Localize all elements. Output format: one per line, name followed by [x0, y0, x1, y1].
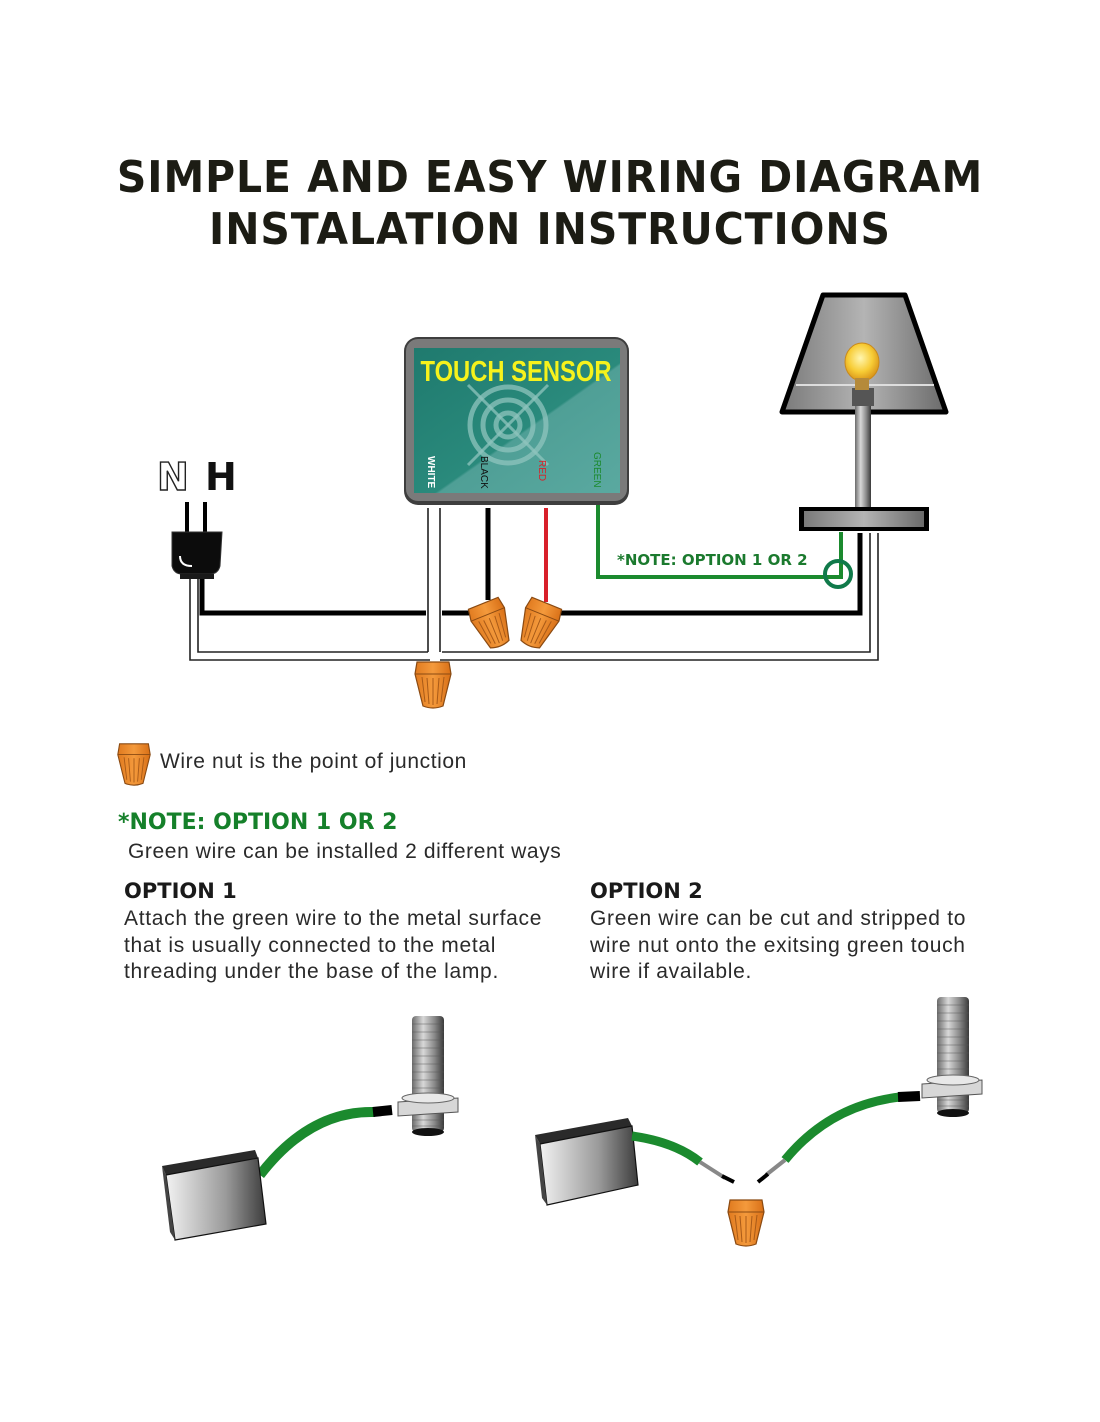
wire-nut-icon [727, 1199, 765, 1247]
option-1-body: Attach the green wire to the metal surfa… [124, 907, 543, 983]
touch-target-icon [466, 383, 550, 467]
page-title-line-1: SIMPLE AND EASY WIRING DIAGRAM [116, 152, 984, 203]
option-2-heading: OPTION 2 [590, 879, 703, 903]
white-wire-loop [189, 508, 879, 661]
option-2-illustration [535, 997, 983, 1247]
sensor-box-icon [162, 1150, 267, 1241]
wire-nut-icon [512, 595, 565, 654]
wire-nut-legend-icon [117, 743, 151, 786]
note-heading: *NOTE: OPTION 1 OR 2 [118, 810, 398, 835]
lamp-icon [779, 292, 949, 531]
note-callout: *NOTE: OPTION 1 OR 2 [617, 551, 808, 569]
option-2-body: Green wire can be cut and stripped to wi… [590, 907, 967, 983]
note-subtext: Green wire can be installed 2 different … [128, 840, 562, 863]
wire-nut-icon [465, 595, 518, 654]
ground-terminal-icon [823, 559, 853, 589]
threaded-rod-icon [397, 1016, 459, 1136]
black-wire [199, 508, 863, 616]
sensor-label-black: BLACK [478, 456, 489, 489]
legend-wire-nut-text: Wire nut is the point of junction [160, 750, 467, 773]
wire-nut-icon [414, 661, 452, 709]
neutral-label: N [157, 455, 189, 499]
hot-label: H [205, 455, 237, 499]
threaded-rod-icon [921, 997, 983, 1117]
touch-sensor-module [404, 337, 629, 505]
option-1-heading: OPTION 1 [124, 879, 237, 903]
light-bulb-icon [844, 342, 880, 382]
sensor-box-icon [535, 1118, 639, 1206]
sensor-label-white: WHITE [425, 456, 436, 489]
power-plug-icon [171, 502, 223, 579]
page-title-line-2: INSTALATION INSTRUCTIONS [209, 204, 891, 255]
sensor-title: TOUCH SENSOR [420, 355, 611, 388]
sensor-label-red: RED [536, 460, 547, 481]
option-1-illustration [162, 1016, 459, 1241]
sensor-label-green: GREEN [591, 452, 602, 488]
green-wire [596, 504, 843, 579]
